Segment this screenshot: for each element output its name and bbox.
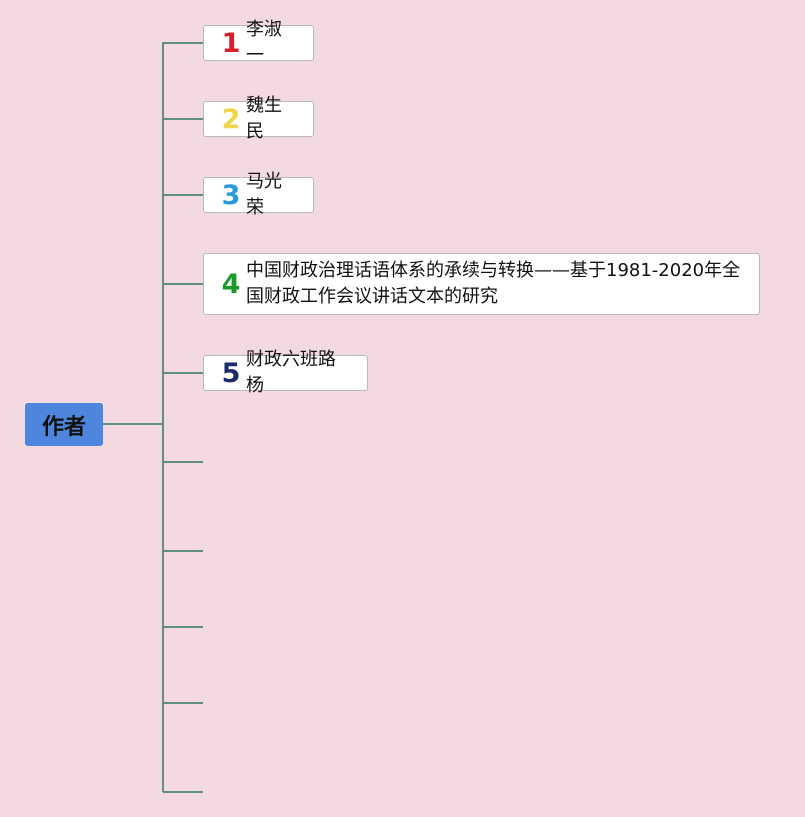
number-5-marker-icon: 5: [221, 357, 241, 389]
topic-1[interactable]: 1 李淑一: [203, 19, 314, 66]
topic-3[interactable]: 3 马光荣: [203, 171, 314, 218]
root-topic-label: 作者: [41, 414, 86, 440]
topic-5[interactable]: 5 财政六班路杨: [203, 349, 368, 396]
root-topic[interactable]: 作者: [25, 403, 103, 446]
number-1-marker-icon: 1: [221, 27, 241, 59]
topic-1-label: 李淑一: [246, 19, 282, 66]
number-4-marker-icon: 4: [221, 268, 241, 300]
topic-2-label: 魏生民: [246, 95, 282, 142]
topic-4[interactable]: 4 中国财政治理话语体系的承续与转换——基于1981-2020年全国财政工作会议…: [203, 253, 760, 315]
number-2-marker-icon: 2: [221, 103, 241, 135]
topic-3-label: 马光荣: [246, 171, 282, 218]
number-3-marker-icon: 3: [221, 179, 241, 211]
topic-5-label: 财政六班路杨: [246, 349, 336, 396]
topic-2[interactable]: 2 魏生民: [203, 95, 314, 142]
topic-4-label: 中国财政治理话语体系的承续与转换——基于1981-2020年全国财政工作会议讲话…: [246, 260, 741, 307]
